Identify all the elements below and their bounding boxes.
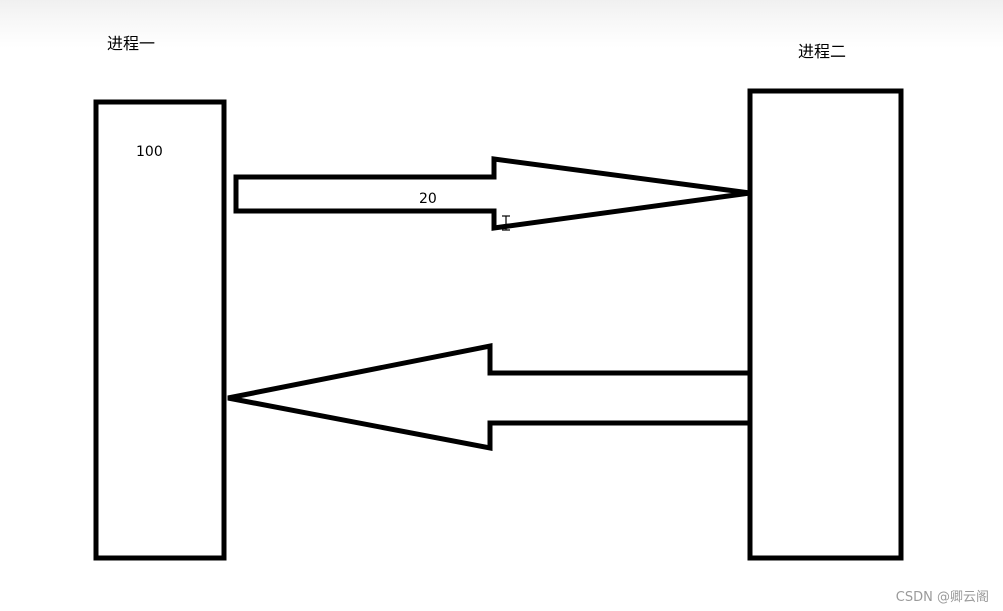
csdn-watermark: CSDN @卿云阁 bbox=[895, 590, 989, 605]
process-two-title: 进程二 bbox=[798, 42, 847, 61]
top-shadow-band bbox=[0, 0, 1003, 48]
arrow-to-process-one bbox=[227, 342, 750, 452]
process-one-value: 100 bbox=[136, 144, 163, 160]
process-one-box bbox=[93, 99, 227, 561]
process-two-box bbox=[747, 88, 904, 561]
process-one-title: 进程一 bbox=[107, 34, 156, 53]
arrow-value-label: 20 bbox=[419, 191, 437, 207]
text-cursor-icon bbox=[502, 215, 510, 231]
arrow-to-process-two bbox=[233, 156, 751, 231]
